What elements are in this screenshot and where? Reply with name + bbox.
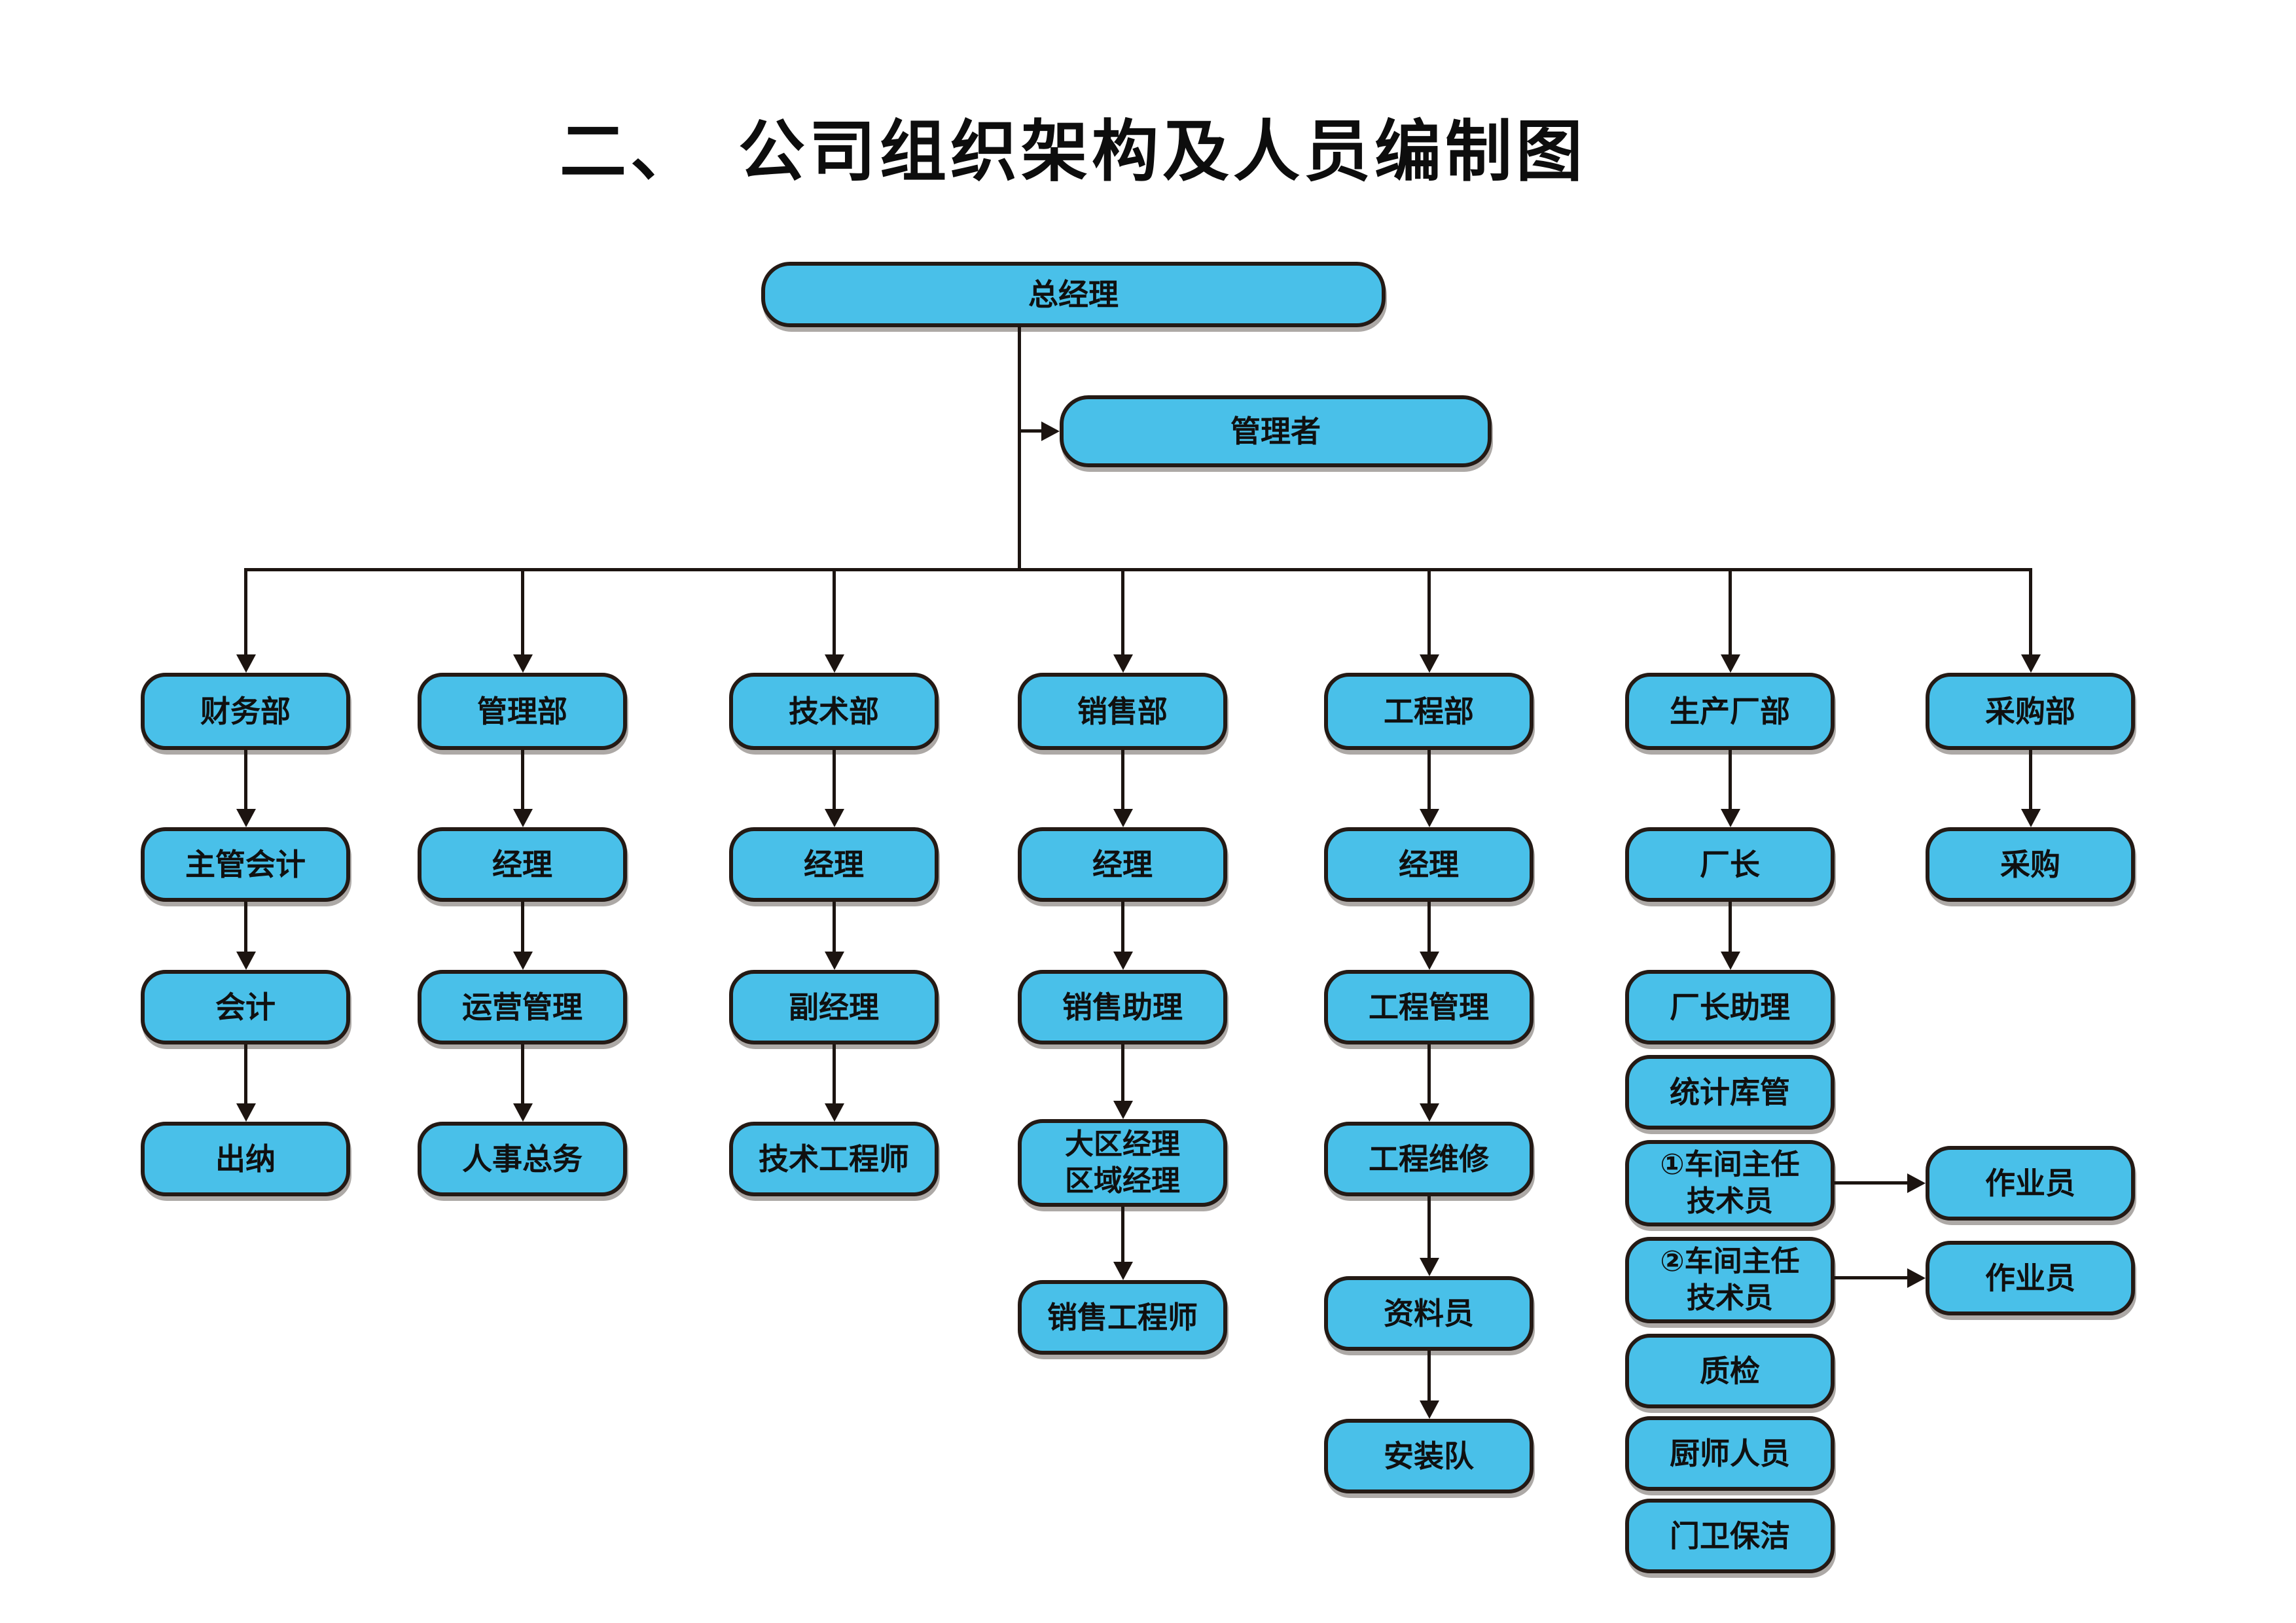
node-finance-accountant: 会计 [141,970,350,1044]
line-dept-distribution [244,568,2032,571]
node-admin-operations: 运营管理 [418,970,627,1044]
node-purchasing-buyer: 采购 [1926,827,2135,902]
node-eng-documentation-clerk: 资料员 [1324,1276,1534,1351]
arrow-assistant-to-regional-manager [1121,1044,1124,1101]
arrow-production-to-director [1729,750,1732,809]
arrow-workshop1-to-operator [1835,1181,1907,1185]
node-dept-sales: 销售部 [1018,673,1227,750]
arrow-tech-to-manager [833,750,836,809]
arrow-to-dept-purchasing [2029,569,2032,654]
arrow-workshop2-to-operator [1835,1276,1907,1279]
node-workshop-supervisor-2: ②车间主任 技术员 [1625,1237,1835,1323]
node-admin-manager: 经理 [418,827,627,902]
arrow-admin-to-manager [521,750,524,809]
arrow-sales-to-manager [1121,750,1124,809]
arrow-operations-to-hr [521,1044,524,1103]
node-dept-purchasing: 采购部 [1926,673,2135,750]
node-dept-finance: 财务部 [141,673,350,750]
node-operator-2: 作业员 [1926,1241,2135,1315]
arrow-to-dept-finance [244,569,247,654]
node-cook-staff: 厨师人员 [1625,1416,1835,1491]
node-engineering-manager: 经理 [1324,827,1534,902]
node-dept-engineering: 工程部 [1324,673,1534,750]
node-dept-admin: 管理部 [418,673,627,750]
node-factory-director: 厂长 [1625,827,1835,902]
node-finance-chief-accountant: 主管会计 [141,827,350,902]
node-quality-inspection: 质检 [1625,1334,1835,1408]
node-eng-installation-team: 安装队 [1324,1419,1534,1493]
arrow-eng-manager-to-management [1427,902,1431,952]
arrow-management-to-maintenance [1427,1044,1431,1103]
node-security-cleaning: 门卫保洁 [1625,1499,1835,1573]
node-manager: 管理者 [1060,395,1492,467]
arrow-regional-to-sales-engineer [1121,1207,1124,1262]
node-eng-maintenance: 工程维修 [1324,1122,1534,1196]
arrow-to-dept-sales [1121,569,1124,654]
node-finance-cashier: 出纳 [141,1122,350,1196]
arrow-to-dept-engineering [1427,569,1431,654]
arrow-tech-manager-to-deputy [833,902,836,952]
node-eng-management: 工程管理 [1324,970,1534,1044]
arrow-chief-accountant-to-accountant [244,902,247,952]
node-tech-manager: 经理 [729,827,939,902]
node-stats-warehouse: 统计库管 [1625,1055,1835,1130]
arrow-purchasing-to-buyer [2029,750,2032,809]
page-title: 二、 公司组织架构及人员编制图 [560,113,1587,191]
arrow-documentation-to-installation [1427,1351,1431,1400]
node-dept-tech: 技术部 [729,673,939,750]
node-sales-regional-manager: 大区经理 区域经理 [1018,1119,1227,1207]
node-operator-1: 作业员 [1926,1146,2135,1221]
arrow-accountant-to-cashier [244,1044,247,1103]
node-ceo: 总经理 [761,262,1386,327]
arrow-finance-to-chief-accountant [244,750,247,809]
line-ceo-trunk [1018,326,1021,571]
node-workshop-supervisor-1: ①车间主任 技术员 [1625,1140,1835,1226]
node-admin-hr: 人事总务 [418,1122,627,1196]
arrow-deputy-to-engineer [833,1044,836,1103]
node-sales-engineer: 销售工程师 [1018,1280,1227,1355]
arrow-engineering-to-manager [1427,750,1431,809]
node-sales-assistant: 销售助理 [1018,970,1227,1044]
node-tech-deputy-manager: 副经理 [729,970,939,1044]
arrow-maintenance-to-documentation [1427,1196,1431,1258]
arrow-admin-manager-to-operations [521,902,524,952]
node-dept-production: 生产厂部 [1625,673,1835,750]
arrow-to-dept-admin [521,569,524,654]
arrow-ceo-to-manager [1020,429,1041,433]
node-director-assistant: 厂长助理 [1625,970,1835,1044]
arrow-director-to-assistant [1729,902,1732,952]
arrow-sales-manager-to-assistant [1121,902,1124,952]
arrow-to-dept-tech [833,569,836,654]
node-sales-manager: 经理 [1018,827,1227,902]
arrow-to-dept-production [1729,569,1732,654]
node-tech-engineer: 技术工程师 [729,1122,939,1196]
